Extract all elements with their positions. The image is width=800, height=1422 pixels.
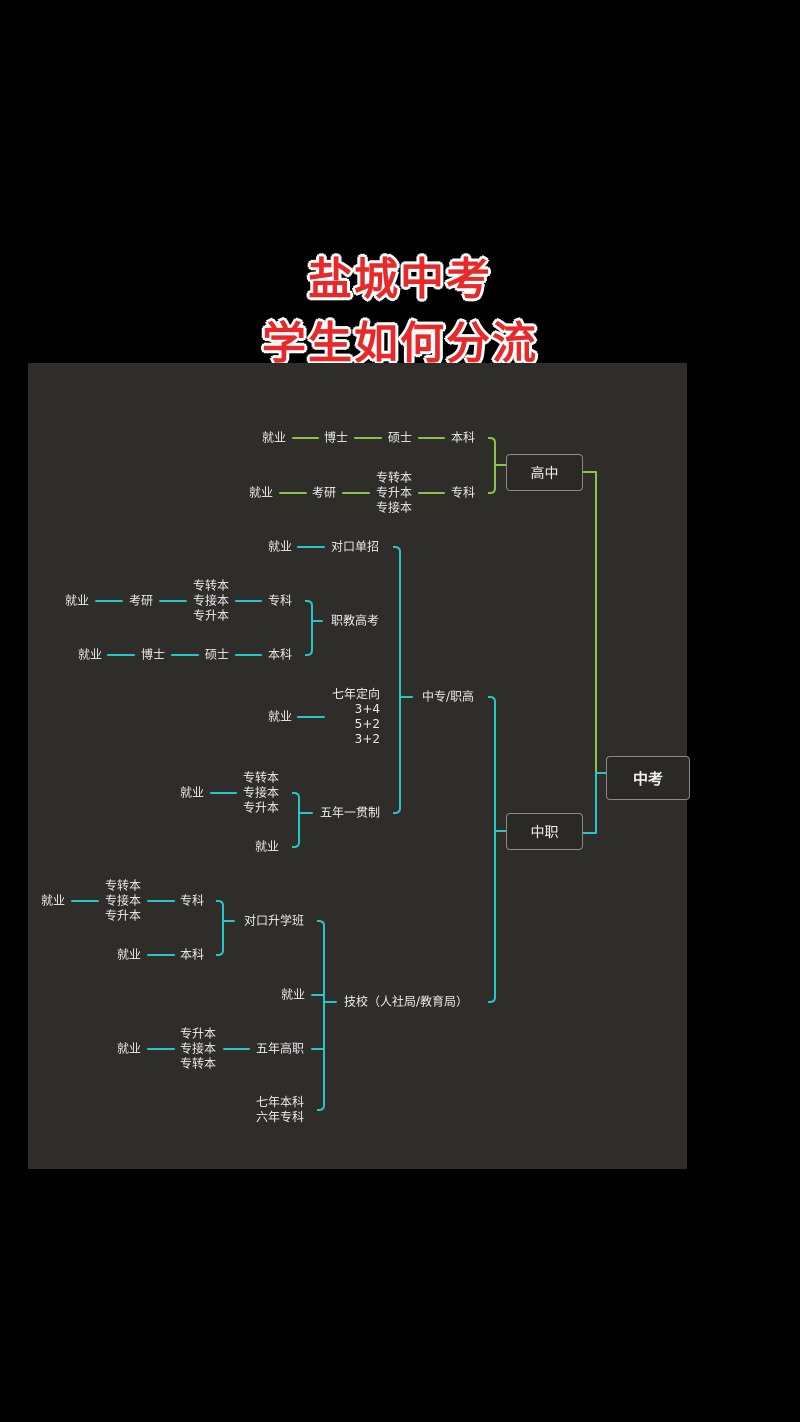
node-qinian-benke: 七年本科六年专科 xyxy=(255,1095,305,1124)
node-zhongzhi[interactable]: 中职 xyxy=(506,813,583,850)
duikou-shengxue-bracket xyxy=(216,900,224,956)
wunian-bracket xyxy=(292,792,300,848)
dksx-path1-zsb: 专转本专接本专升本 xyxy=(104,878,142,923)
gz-path2-jiuye: 就业 xyxy=(248,485,274,500)
wn-zsb: 专转本专接本专升本 xyxy=(242,770,280,815)
dksx-path2-jiuye: 就业 xyxy=(116,947,142,962)
title-line-2: 学生如何分流 xyxy=(262,318,538,369)
dksx-path1-jiuye: 就业 xyxy=(40,893,66,908)
zj-path1-zhuanke: 专科 xyxy=(267,593,293,608)
dksx-path2-benke: 本科 xyxy=(179,947,205,962)
wn-jiuye-1: 就业 xyxy=(179,785,205,800)
gz-path2-zsb: 专转本专升本专接本 xyxy=(375,470,413,515)
node-wunian-gaozhi: 五年高职 xyxy=(255,1041,305,1056)
node-duikou-danzhao: 对口单招 xyxy=(330,539,380,554)
zhijiao-bracket xyxy=(305,600,313,656)
jixiao-bracket xyxy=(317,920,325,1111)
wngz-zsb: 专升本专接本专转本 xyxy=(179,1026,217,1071)
gz-path1-shuoshi: 硕士 xyxy=(387,430,413,445)
mindmap-panel: 中考 高中 就业 博士 硕士 本科 就业 考研 专转本专升本专接本 专科 中职 … xyxy=(28,363,690,1169)
zj-path2-benke: 本科 xyxy=(267,647,293,662)
gz-path1-jiuye: 就业 xyxy=(261,430,287,445)
zhongzhi-bracket xyxy=(488,696,496,1003)
title-line-1: 盐城中考 xyxy=(308,254,492,305)
node-zhijiao-gaokao: 职教高考 xyxy=(330,613,380,628)
zj-path1-jiuye: 就业 xyxy=(64,593,90,608)
node-duikou-shengxueban: 对口升学班 xyxy=(243,913,305,928)
gaozhong-bracket xyxy=(488,437,496,494)
jx-jiuye: 就业 xyxy=(280,987,306,1002)
node-wunian-yiguanzhi: 五年一贯制 xyxy=(319,805,381,820)
root-node-zhongkao[interactable]: 中考 xyxy=(606,756,690,800)
zj-path2-shuoshi: 硕士 xyxy=(204,647,230,662)
zj-path1-kaoyan: 考研 xyxy=(128,593,154,608)
gz-path2-zhuanke: 专科 xyxy=(450,485,476,500)
zhongzhuan-bracket xyxy=(393,546,401,814)
node-gaozhong[interactable]: 高中 xyxy=(506,454,583,491)
gz-path2-kaoyan: 考研 xyxy=(311,485,337,500)
zj-path2-jiuye: 就业 xyxy=(77,647,103,662)
node-zhongzhuan-zhigao: 中专/职高 xyxy=(421,689,475,704)
gz-path1-boshi: 博士 xyxy=(323,430,349,445)
dksx-path1-zhuanke: 专科 xyxy=(179,893,205,908)
gz-path1-benke: 本科 xyxy=(450,430,476,445)
zj-path1-zsb: 专转本专接本专升本 xyxy=(192,578,230,623)
dk-jiuye: 就业 xyxy=(267,539,293,554)
wngz-jiuye: 就业 xyxy=(116,1041,142,1056)
node-jixiao: 技校（人社局/教育局） xyxy=(343,994,469,1009)
zj-path2-boshi: 博士 xyxy=(140,647,166,662)
qn-jiuye: 就业 xyxy=(267,709,293,724)
connector-lines xyxy=(71,437,607,1111)
wn-jiuye-2: 就业 xyxy=(254,839,280,854)
